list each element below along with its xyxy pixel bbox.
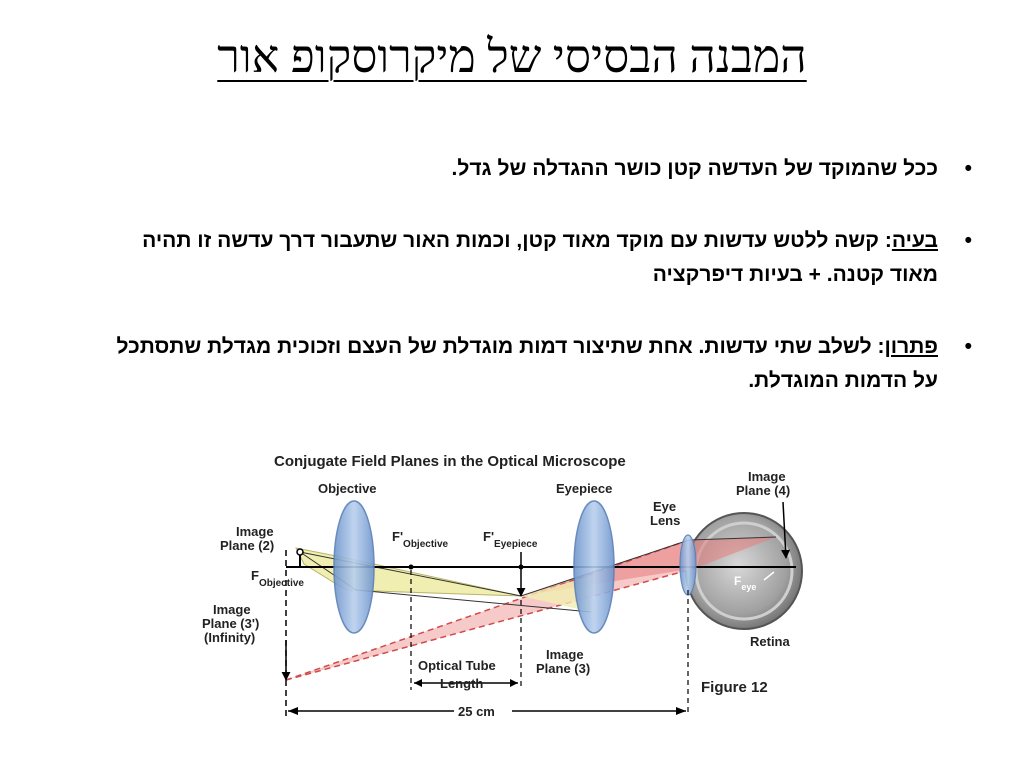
bullet-item-3: • פתרון: לשלב שתי עדשות. אחת שתיצור דמות… [116,330,976,398]
label-image-plane-3-1: Image [546,647,584,662]
yellow-ray-tail [521,576,591,612]
optical-tube-arrow-left [414,679,422,687]
label-figure-number: Figure 12 [701,679,768,696]
label-image-plane-2-2: Plane (2) [220,538,274,553]
distance-arrow-left [288,707,298,715]
label-f-prime-objective: F'Objective [392,529,449,550]
objective-lens [333,500,375,634]
ray-line-3 [355,589,592,613]
label-objective: Objective [318,481,377,496]
eye-lens [679,534,697,596]
label-f-eye: Feye [734,574,756,592]
bullet-dot: • [964,229,972,252]
distance-arrow-right [676,707,686,715]
label-f-objective: FObjective [251,568,304,589]
bullet-dot: • [964,157,972,180]
figure-title: Conjugate Field Planes in the Optical Mi… [274,453,626,470]
optical-tube-arrow-right [510,679,518,687]
label-image-plane-3inf-2: Plane (3') [202,616,259,631]
label-image-plane-3inf-1: Image [213,602,251,617]
label-eyepiece: Eyepiece [556,481,612,496]
red-ray-line-lower [285,567,697,681]
label-image-plane-4-1: Image [748,469,786,484]
label-image-plane-4-2: Plane (4) [736,483,790,498]
bullet-lead: פתרון [884,335,938,358]
bullet-list: • ככל שהמוקד של העדשה קטן כושר ההגדלה של… [116,152,976,436]
label-distance: 25 cm [458,704,495,719]
slide-title: המבנה הבסיסי של מיקרוסקופ אור [217,31,807,82]
label-eye-lens-2: Lens [650,513,680,528]
label-image-plane-2-1: Image [236,524,274,539]
bullet-dot: • [964,335,972,358]
bullet-lead: בעיה [891,229,938,252]
label-optical-tube-1: Optical Tube [418,658,496,673]
label-image-plane-3inf-3: (Infinity) [204,630,255,645]
label-optical-tube-2: Length [440,676,483,691]
image-plane-2-point [296,548,304,556]
microscope-diagram: Conjugate Field Planes in the Optical Mi… [202,453,803,720]
red-ray-line-upper [285,539,690,681]
label-f-prime-eyepiece: F'Eyepiece [483,529,538,550]
f-eye-arrow [763,571,775,581]
bullet-item-2: • בעיה: קשה ללטש עדשות עם מוקד מאוד קטן,… [116,224,976,292]
label-retina: Retina [750,634,791,649]
bullet-item-1: • ככל שהמוקד של העדשה קטן כושר ההגדלה של… [116,152,976,186]
label-eye-lens-1: Eye [653,499,676,514]
distance-label-bg [454,702,512,720]
bullet-text: ככל שהמוקד של העדשה קטן כושר ההגדלה של ג… [451,157,938,180]
image-plane-4-pointer [781,501,791,559]
f-prime-objective-point [408,564,414,570]
ray-line-5 [688,536,777,541]
bullet-text: : קשה ללטש עדשות עם מוקד מאוד קטן, וכמות… [142,229,938,286]
eyepiece-lens [573,500,615,634]
label-image-plane-3-2: Plane (3) [536,661,590,676]
bullet-text: : לשלב שתי עדשות. אחת שתיצור דמות מוגדלת… [116,335,938,392]
